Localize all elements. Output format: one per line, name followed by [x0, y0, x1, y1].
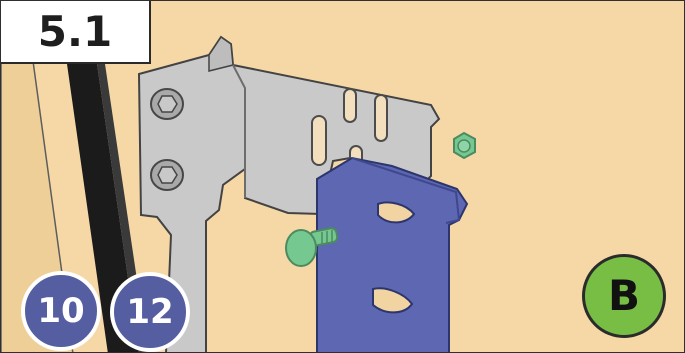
tool-badge-12: 12 [110, 272, 190, 352]
nut [454, 133, 475, 158]
bolt-hex-bottom [158, 167, 177, 183]
bolt-hex-top [158, 96, 177, 112]
step-label: 5.1 [1, 1, 151, 64]
slot-top-right [375, 95, 387, 141]
slot-top-left [344, 89, 356, 122]
bolt-head [286, 230, 316, 266]
slot-middle [312, 116, 326, 165]
tool-badge-10: 10 [21, 271, 101, 351]
nut-hole [458, 140, 470, 152]
part-badge-b: B [582, 254, 666, 338]
shelf-channel [317, 158, 467, 353]
